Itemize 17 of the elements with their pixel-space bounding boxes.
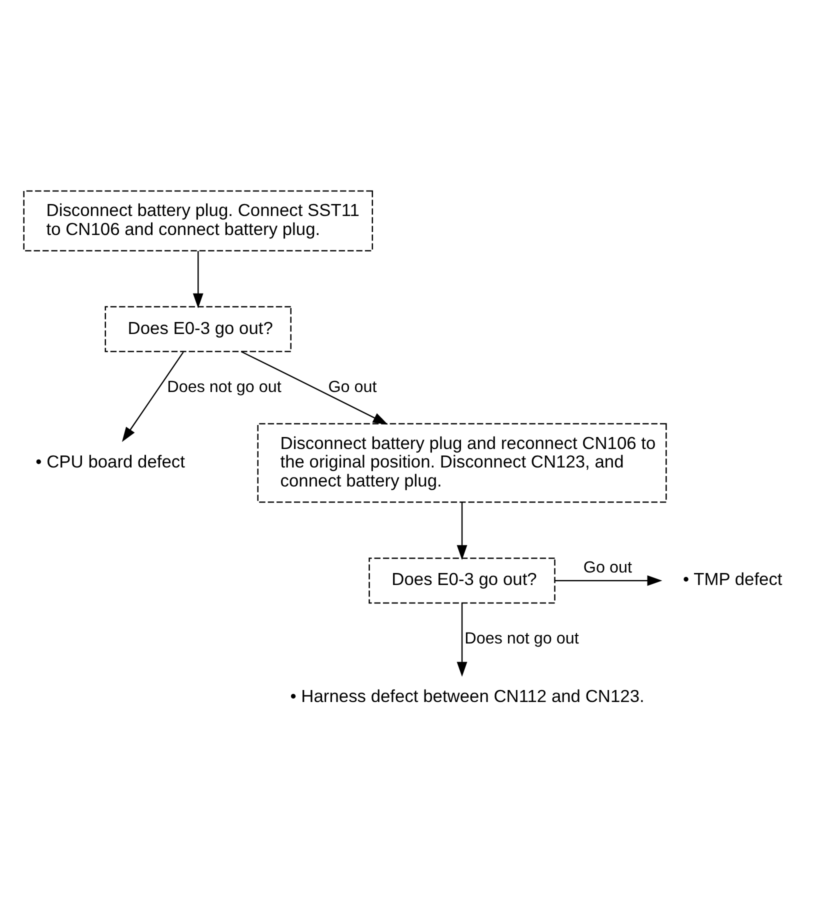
arrow xyxy=(456,502,468,560)
node-text: • TMP defect xyxy=(682,568,782,589)
edge-label: Go out xyxy=(328,377,377,396)
arrow xyxy=(122,351,184,442)
node-box: Disconnect battery plug. Connect SST11 to CN106 and connect battery plug. xyxy=(23,190,374,251)
arrow xyxy=(240,350,388,424)
arrow xyxy=(456,602,468,676)
arrow xyxy=(555,574,662,586)
edge-label: Does not go out xyxy=(167,377,282,396)
node-box: Disconnect battery plug and reconnect CN106 to the original position. Disconnect CN123, and connect battery plug. xyxy=(257,422,667,502)
node-box: Does E0-3 go out? xyxy=(368,557,556,604)
arrow xyxy=(192,250,204,308)
edge-label: Go out xyxy=(583,558,632,576)
edge-label: Does not go out xyxy=(464,628,579,647)
node-text: • CPU board defect xyxy=(36,451,185,472)
node-box: Does E0-3 go out? xyxy=(104,306,292,352)
node-text: • Harness defect between CN112 and CN123. xyxy=(290,686,644,706)
